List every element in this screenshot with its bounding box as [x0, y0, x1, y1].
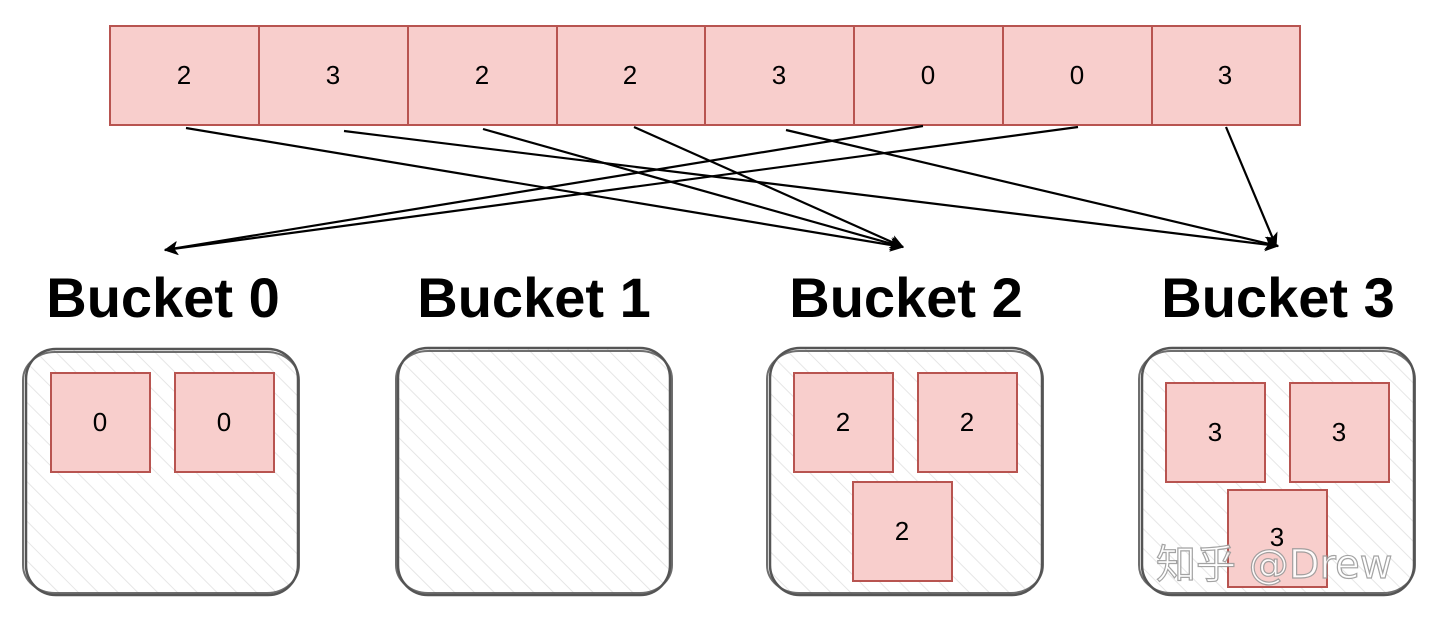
- array-cell-box: [109, 25, 260, 126]
- bucket-item-box: [852, 481, 953, 582]
- arrow: [785, 128, 1280, 250]
- arrow: [482, 127, 905, 251]
- bucket-title: Bucket 0: [46, 266, 279, 329]
- bucket-box-outline: [22, 351, 300, 594]
- bucket-item-value: 0: [217, 407, 231, 437]
- bucket-item-value: 2: [895, 516, 909, 546]
- bucket-item: 0: [50, 372, 151, 473]
- bucket-item-box: [793, 372, 894, 473]
- bucket-item: 3: [1165, 382, 1266, 483]
- bucket-item-value: 2: [836, 407, 850, 437]
- array-cell-value: 2: [475, 60, 489, 90]
- bucket-item-box: [1227, 489, 1328, 588]
- array-cell-value: 2: [623, 60, 637, 90]
- array-cell: 3: [258, 25, 409, 126]
- array-cell-value: 3: [326, 60, 340, 90]
- bucket-box: [396, 346, 672, 597]
- array-cell-box: [407, 25, 558, 126]
- input-array: 2 3 2 2 3 0 0 3: [109, 25, 1301, 126]
- bucket-item-value: 3: [1332, 417, 1346, 447]
- array-cell-value: 2: [177, 60, 191, 90]
- arrows: [163, 124, 1280, 256]
- bucket-title: Bucket 1: [417, 266, 650, 329]
- bucket-3: 3 3 3: [1138, 346, 1416, 597]
- array-cell-box: [853, 25, 1004, 126]
- array-cell: 2: [407, 25, 558, 126]
- bucket-title: Bucket 3: [1161, 266, 1394, 329]
- array-cell-value: 3: [772, 60, 786, 90]
- arrow: [1224, 126, 1278, 248]
- bucket-item-value: 3: [1270, 522, 1284, 552]
- bucket-item-box: [1289, 382, 1390, 483]
- array-cell-box: [704, 25, 855, 126]
- bucket-title: Bucket 2: [789, 266, 1022, 329]
- array-cell: 0: [853, 25, 1004, 126]
- bucket-item-value: 2: [960, 407, 974, 437]
- bucket-box-outline: [1138, 350, 1416, 594]
- array-cell: 2: [109, 25, 260, 126]
- bucket-item-value: 3: [1208, 417, 1222, 447]
- bucket-0: 0 0: [22, 347, 300, 597]
- array-cell: 2: [556, 25, 706, 126]
- array-cell-box: [1151, 25, 1301, 126]
- array-cell-value: 0: [1070, 60, 1084, 90]
- bucket-item: 3: [1289, 382, 1390, 483]
- array-cell-value: 3: [1218, 60, 1232, 90]
- bucket-item: 3: [1227, 489, 1328, 588]
- array-cell-box: [1002, 25, 1153, 126]
- bucket-item: 0: [174, 372, 275, 473]
- bucket-box-outline: [395, 350, 673, 594]
- bucket-item: 2: [917, 372, 1018, 473]
- bucket-item-box: [917, 372, 1018, 473]
- bucket-2: 2 2 2: [766, 346, 1044, 597]
- bucket-1: [395, 346, 673, 597]
- bucket-item-box: [1165, 382, 1266, 483]
- bucket-item-box: [174, 372, 275, 473]
- array-cell-value: 0: [921, 60, 935, 90]
- array-cell: 0: [1002, 25, 1153, 126]
- arrow: [633, 125, 905, 249]
- bucket-item: 2: [852, 481, 953, 582]
- bucket-box-outline: [766, 350, 1044, 594]
- watermark: 知乎 @Drew: [1156, 542, 1392, 588]
- bucket-item-value: 0: [93, 407, 107, 437]
- bucket-item: 2: [793, 372, 894, 473]
- arrow: [163, 124, 924, 255]
- array-cell-box: [258, 25, 409, 126]
- bucket-item-box: [50, 372, 151, 473]
- array-cell: 3: [1151, 25, 1301, 126]
- arrow: [343, 129, 1280, 252]
- arrow: [163, 125, 1079, 256]
- array-cell: 3: [704, 25, 855, 126]
